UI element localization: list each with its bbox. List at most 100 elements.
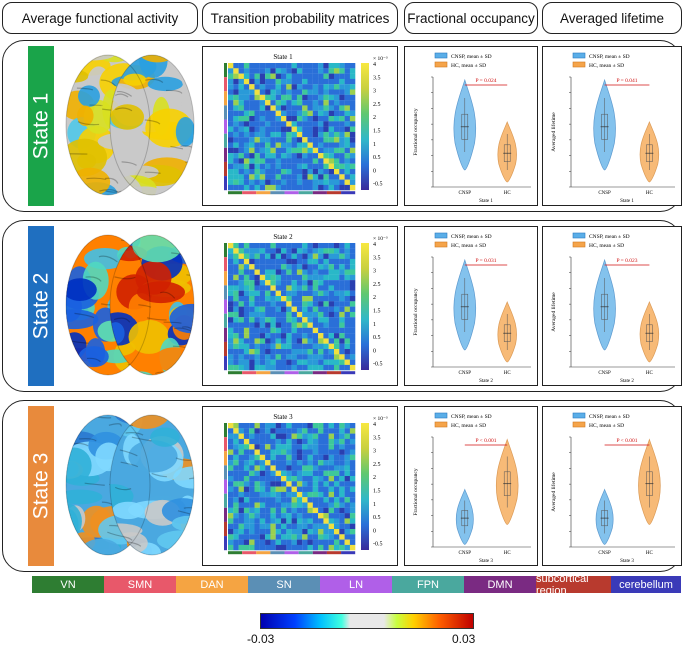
matrix-scale-tick: 1.5 [373, 309, 381, 315]
p-value: P < 0.001 [475, 438, 496, 444]
matrix-scale-tick: -0.5 [373, 182, 383, 188]
matrix-scale-tick: 3.5 [373, 255, 381, 261]
state-label-text: State 3 [29, 452, 52, 520]
matrix-scale-tick: 1 [373, 142, 376, 148]
transition-matrix-plot: State 2× 10⁻³43.532.521.510.50-0.5 [224, 233, 388, 375]
brain-activity-map [65, 234, 195, 376]
y-axis-label: Averaged lifetime [550, 292, 557, 332]
matrix-scale-tick: 4 [373, 422, 376, 428]
group-label-hc: HC [646, 191, 654, 196]
matrix-scale-tick: 0.5 [373, 515, 381, 521]
network-legend-6: DMN [464, 576, 536, 593]
network-legend-0: VN [32, 576, 104, 593]
network-legend-2: DAN [176, 576, 248, 593]
network-legend-7: subcortical region [536, 573, 611, 597]
p-value: P = 0.031 [475, 258, 496, 264]
x-axis-label: State 3 [479, 559, 493, 564]
group-label-cnsp: CNSP [459, 191, 472, 196]
matrix-scale-tick: 0 [373, 528, 376, 534]
matrix-scale-tick: 1.5 [373, 489, 381, 495]
brain-activity-map [65, 54, 195, 196]
network-legend-3: SN [248, 576, 320, 593]
state-label-text: State 2 [29, 272, 52, 340]
x-axis-label: State 1 [479, 199, 493, 204]
transition-matrix-plot: State 3× 10⁻³43.532.521.510.50-0.5 [224, 413, 388, 555]
matrix-scale-tick: 0.5 [373, 335, 381, 341]
matrix-scale-tick: 2.5 [373, 282, 381, 288]
averaged-lifetime-panel: CNSP, mean ± SD HC, mean ± SD Averaged lif… [542, 226, 682, 386]
brain-activity-map [65, 414, 195, 556]
state-label: State 3 [28, 406, 54, 566]
group-label-hc: HC [646, 371, 654, 376]
transition-matrix-plot: State 1× 10⁻³43.532.521.510.50-0.5 [224, 53, 388, 195]
legend-hc: HC, mean ± SD [451, 243, 486, 249]
header-functional-activity: Average functional activity [2, 2, 198, 34]
p-value: P = 0.023 [616, 258, 637, 264]
legend-cnsp: CNSP, mean ± SD [451, 234, 492, 240]
header-transition-matrices: Transition probability matrices [202, 2, 398, 34]
matrix-scale-tick: 3.5 [373, 435, 381, 441]
group-label-hc: HC [504, 371, 512, 376]
matrix-scale-tick: 1.5 [373, 129, 381, 135]
matrix-scale-tick: 4 [373, 62, 376, 68]
legend-hc: HC, mean ± SD [451, 63, 486, 69]
matrix-cells [228, 423, 356, 551]
matrix-scale-tick: 2.5 [373, 462, 381, 468]
matrix-scale-exponent: × 10⁻³ [373, 416, 388, 422]
matrix-scale-tick: 3 [373, 449, 376, 455]
network-legend-1: SMN [104, 576, 176, 593]
matrix-scale-tick: 0 [373, 168, 376, 174]
state-label: State 1 [28, 46, 54, 206]
group-label-hc: HC [504, 191, 512, 196]
matrix-scale-tick: 3 [373, 269, 376, 275]
network-legend-8: cerebellum [611, 576, 681, 593]
legend-hc: HC, mean ± SD [451, 423, 486, 429]
matrix-cells [228, 243, 356, 371]
matrix-scale-tick: 1 [373, 322, 376, 328]
colorbar-min-label: -0.03 [247, 632, 275, 646]
legend-hc: HC, mean ± SD [589, 423, 624, 429]
legend-hc: HC, mean ± SD [589, 243, 624, 249]
matrix-scale-tick: -0.5 [373, 362, 383, 368]
x-axis-label: State 2 [620, 379, 634, 384]
network-legend-5: FPN [392, 576, 464, 593]
activity-colorbar [260, 613, 474, 629]
legend-cnsp: CNSP, mean ± SD [589, 234, 630, 240]
matrix-scale-exponent: × 10⁻³ [373, 56, 388, 62]
legend-cnsp: CNSP, mean ± SD [589, 54, 630, 60]
matrix-title: State 3 [273, 413, 293, 421]
y-axis-label: Fractional occupancy [413, 288, 419, 335]
matrix-scale-tick: 0.5 [373, 155, 381, 161]
group-label-cnsp: CNSP [598, 551, 611, 556]
group-label-cnsp: CNSP [459, 371, 472, 376]
group-label-hc: HC [504, 551, 512, 556]
matrix-title: State 2 [273, 233, 293, 241]
averaged-lifetime-violin-plot: CNSP, mean ± SD HC, mean ± SD Averaged lif… [550, 232, 675, 384]
y-axis-label: Fractional occupancy [413, 108, 419, 155]
x-axis-label: State 2 [479, 379, 493, 384]
state-label-text: State 1 [29, 92, 52, 160]
matrix-scale-tick: 1 [373, 502, 376, 508]
p-value: P = 0.041 [616, 78, 637, 84]
matrix-scale-tick: 2 [373, 115, 376, 121]
fractional-occupancy-violin-plot: CNSP, mean ± SD HC, mean ± SD Fractional o… [413, 232, 531, 384]
network-legend-4: LN [320, 576, 392, 593]
header-averaged-lifetime: Averaged lifetime [542, 2, 682, 34]
matrix-scale-tick: 3 [373, 89, 376, 95]
matrix-scale-tick: 3.5 [373, 75, 381, 81]
fractional-occupancy-panel: CNSP, mean ± SD HC, mean ± SD Fractional o… [404, 226, 538, 386]
p-value: P = 0.024 [475, 78, 496, 84]
x-axis-label: State 3 [620, 559, 634, 564]
legend-hc: HC, mean ± SD [589, 63, 624, 69]
matrix-scale-tick: 2.5 [373, 102, 381, 108]
header-fractional-occupancy: Fractional occupancy [404, 2, 538, 34]
colorbar-max-label: 0.03 [452, 632, 476, 646]
x-axis-label: State 1 [620, 199, 634, 204]
matrix-scale-tick: -0.5 [373, 542, 383, 548]
